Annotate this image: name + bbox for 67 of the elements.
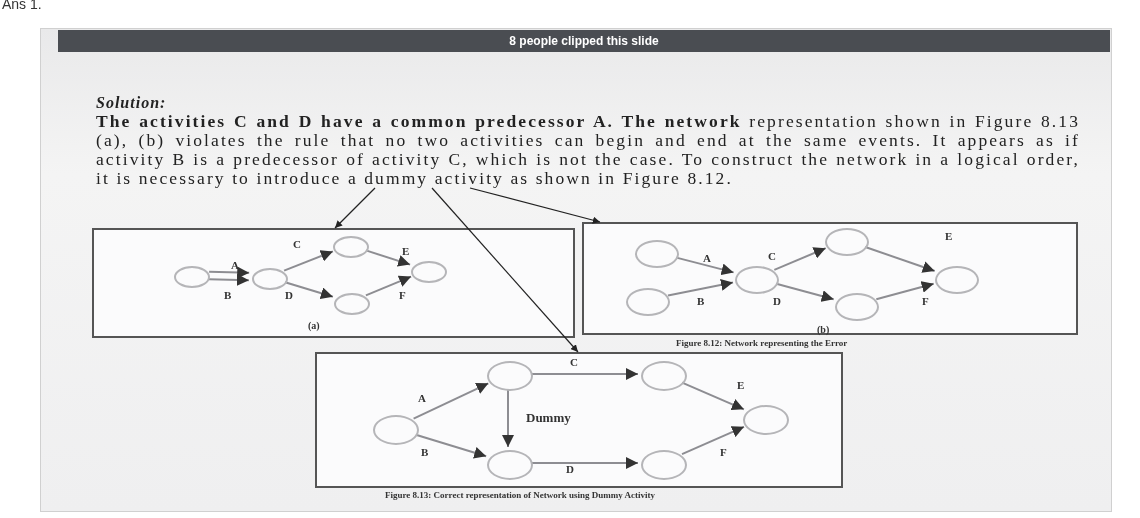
arrow bbox=[502, 389, 514, 448]
arrow bbox=[681, 381, 745, 411]
event-circle bbox=[635, 240, 679, 268]
arrow bbox=[284, 281, 334, 300]
edge-label: E bbox=[737, 379, 745, 391]
edge-label: B bbox=[697, 295, 705, 307]
event-circle bbox=[174, 266, 210, 288]
edge-label: C bbox=[768, 250, 776, 262]
edge-label: F bbox=[399, 289, 406, 301]
arrow bbox=[775, 282, 835, 302]
event-circle bbox=[333, 236, 369, 258]
edge-label: C bbox=[293, 238, 301, 250]
arrow bbox=[675, 256, 735, 276]
edge-label: B bbox=[421, 446, 429, 458]
network-panel bbox=[92, 228, 575, 338]
edge-label: Dummy bbox=[526, 410, 571, 426]
heading-text: Solution: bbox=[96, 94, 168, 112]
event-circle bbox=[735, 266, 779, 294]
arrow bbox=[207, 273, 250, 286]
panel-label: (b) bbox=[817, 324, 830, 335]
arrow bbox=[864, 246, 936, 273]
event-circle bbox=[641, 450, 687, 480]
arrow bbox=[364, 275, 413, 297]
edge-label: D bbox=[773, 295, 781, 307]
event-circle bbox=[825, 228, 869, 256]
panel-label: (a) bbox=[308, 320, 320, 331]
top-banner: 8 people clipped this slide bbox=[58, 30, 1110, 52]
event-circle bbox=[411, 261, 447, 283]
arrow bbox=[531, 457, 639, 469]
edge-label: A bbox=[703, 252, 711, 264]
edge-label: B bbox=[224, 289, 232, 301]
event-circle bbox=[334, 293, 370, 315]
arrow bbox=[531, 368, 639, 380]
leader-line bbox=[334, 187, 376, 229]
arrow bbox=[208, 266, 251, 279]
figure-caption: Figure 8.12: Network representing the Error bbox=[676, 338, 848, 348]
edge-label: D bbox=[566, 463, 574, 475]
edge-label: A bbox=[418, 392, 426, 404]
edge-label: C bbox=[570, 356, 578, 368]
leader-line bbox=[469, 187, 601, 224]
arrow bbox=[681, 425, 745, 456]
event-circle bbox=[743, 405, 789, 435]
edge-label: F bbox=[720, 446, 727, 458]
network-panel bbox=[582, 222, 1078, 335]
arrow bbox=[667, 278, 734, 297]
edge-label: F bbox=[922, 295, 929, 307]
edge-label: E bbox=[945, 230, 953, 242]
figure-caption: Figure 8.13: Correct representation of Network using Dummy Activity bbox=[385, 490, 656, 500]
event-circle bbox=[487, 361, 533, 391]
event-circle bbox=[626, 288, 670, 316]
paragraph-text: The activities C and D have a common predecessor A. The network representation shown in Figure 8.13 (a), (b) violates the rule that no two activities can begin and end at the same events. It appears as if activity B is a predecessor of activity C, which is not the case. To construct the network in a logical order, it is necessary to introduce a dummy activity as shown in Figure 8.12. bbox=[96, 112, 1080, 188]
event-circle bbox=[487, 450, 533, 480]
arrow bbox=[875, 281, 935, 301]
event-circle bbox=[835, 293, 879, 321]
event-circle bbox=[641, 361, 687, 391]
arrow bbox=[773, 247, 827, 271]
arrow bbox=[283, 250, 334, 272]
event-circle bbox=[935, 266, 979, 294]
heading-text: Ans 1. bbox=[2, 0, 42, 12]
event-circle bbox=[373, 415, 419, 445]
edge-label: A bbox=[231, 259, 239, 271]
network-panel bbox=[315, 352, 843, 488]
event-circle bbox=[252, 268, 288, 290]
edge-label: D bbox=[285, 289, 293, 301]
leader-line bbox=[431, 187, 579, 353]
arrow bbox=[412, 382, 490, 420]
edge-label: E bbox=[402, 245, 410, 257]
